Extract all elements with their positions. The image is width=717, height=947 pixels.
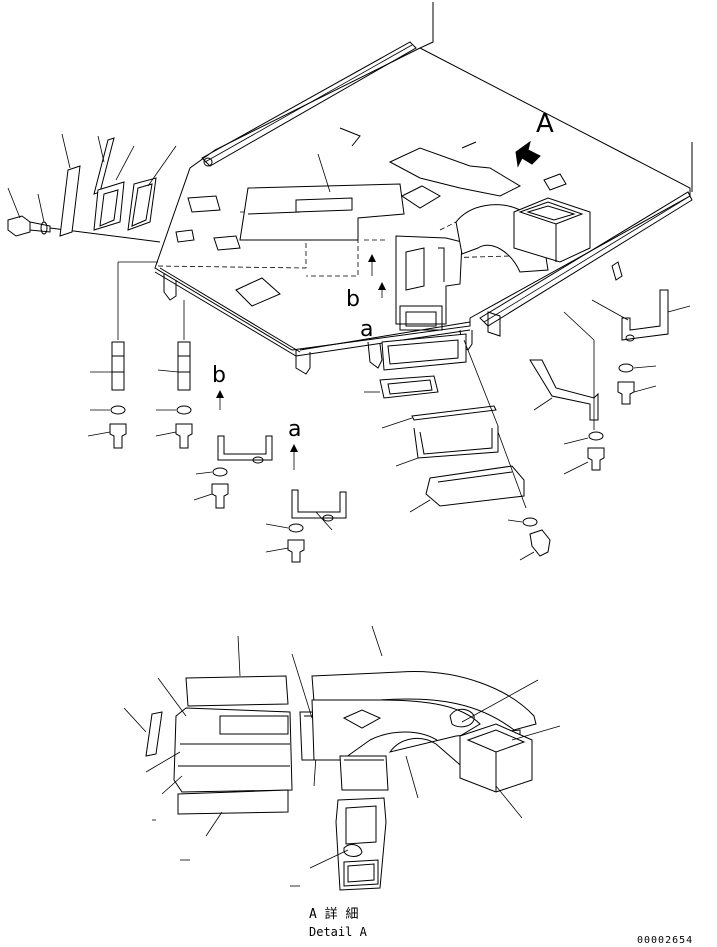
spacers-and-bolts	[87, 254, 386, 563]
floor-plate	[154, 2, 693, 375]
view-label-b-right: b	[346, 287, 360, 312]
view-label-b-left: b	[212, 363, 226, 388]
detail-title-en: Detail A	[309, 925, 368, 939]
view-label-a-left: a	[288, 417, 301, 442]
detail-a-drawing	[123, 625, 561, 891]
detail-title-jp: A 詳 細	[309, 906, 358, 922]
left-parts	[7, 133, 331, 243]
view-label-a-upper: A	[536, 109, 554, 139]
duct-stack	[364, 339, 551, 561]
view-label-a-right: a	[360, 317, 373, 342]
right-brackets	[529, 289, 691, 475]
document-number: 00002654	[637, 935, 693, 946]
